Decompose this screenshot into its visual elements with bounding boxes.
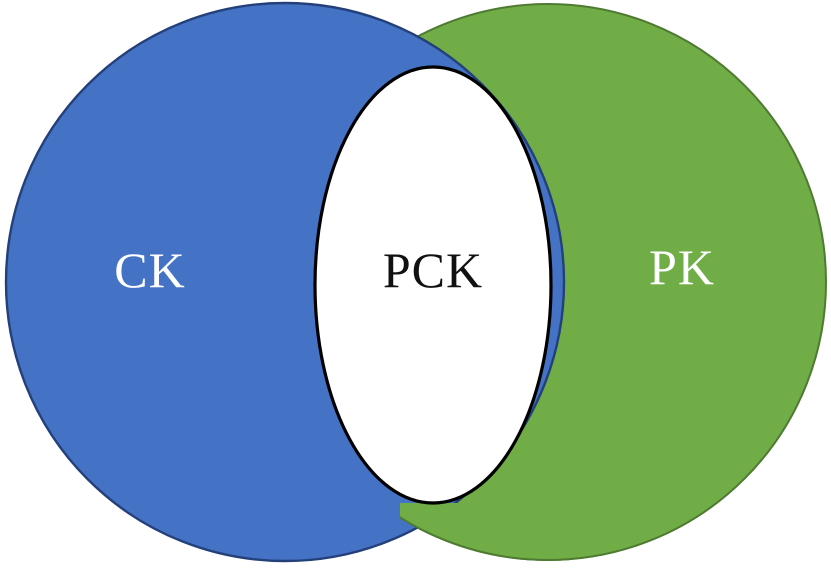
right-circle-label: PK: [649, 239, 715, 295]
left-circle-label: CK: [114, 242, 185, 298]
bottom-overlap-sliver: [400, 503, 570, 561]
intersection-label: PCK: [383, 242, 483, 298]
intersection-ellipse-pck: [313, 65, 553, 505]
